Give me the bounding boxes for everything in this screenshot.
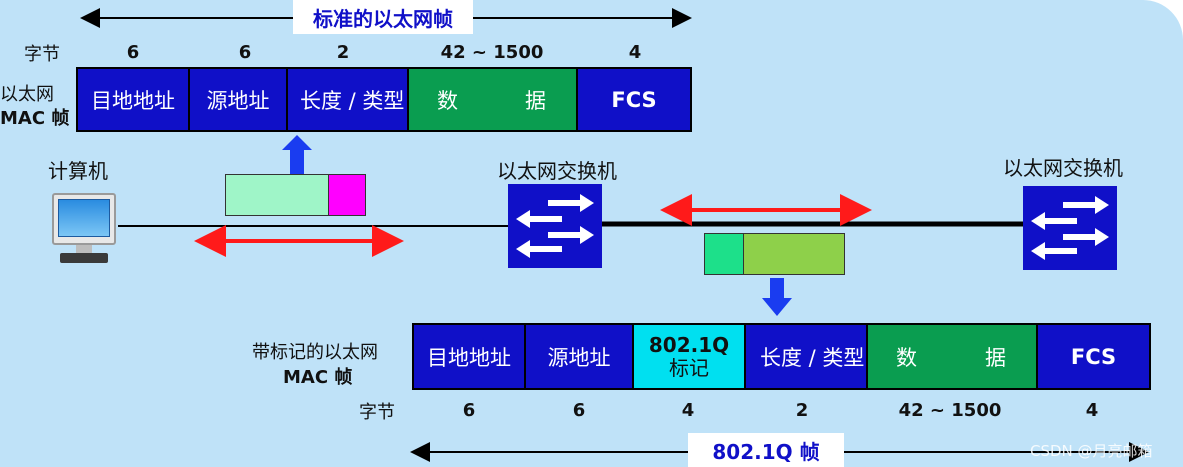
- tagged-field-data-char2: 据: [985, 345, 1006, 370]
- tagged-byte-count-data: 42 ~ 1500: [898, 400, 1002, 421]
- standard-field-length-type: 长度 / 类型: [286, 67, 409, 132]
- standard-row-label-line2: MAC 帧: [0, 108, 70, 129]
- tagged-byte-count-type: 2: [795, 400, 809, 421]
- computer-label: 计算机: [48, 159, 108, 183]
- standard-field-data-char2: 据: [525, 88, 546, 113]
- blue-up-arrow: [282, 135, 312, 176]
- tagged-packet-body: [743, 233, 845, 275]
- tagged-field-data: 数 据: [866, 323, 1038, 390]
- tagged-byte-count-fcs: 4: [1085, 400, 1099, 421]
- standard-field-fcs: FCS: [576, 67, 692, 132]
- standard-byte-count-type: 2: [336, 42, 350, 63]
- tag-field-subtitle: 标记: [669, 355, 709, 380]
- standard-row-label-line1: 以太网: [0, 84, 54, 105]
- standard-field-dest-address: 目地地址: [76, 67, 190, 132]
- standard-byte-count-data: 42 ~ 1500: [440, 42, 544, 63]
- tag-field-title: 802.1Q: [648, 332, 730, 357]
- standard-frame-title: 标准的以太网帧: [293, 0, 473, 34]
- right-switch-label: 以太网交换机: [1003, 156, 1123, 180]
- left-switch-label: 以太网交换机: [497, 159, 617, 183]
- right-switch-icon: [1023, 186, 1117, 270]
- tagged-row-label-line2: MAC 帧: [283, 367, 353, 388]
- tagged-field-8021q-tag: 802.1Q 标记: [632, 323, 746, 390]
- tagged-field-src-address: 源地址: [524, 323, 634, 390]
- standard-byte-count-src: 6: [238, 42, 252, 63]
- standard-field-data-char1: 数: [437, 88, 458, 113]
- standard-byte-count-dest: 6: [126, 42, 140, 63]
- tagged-field-dest-address: 目地地址: [412, 323, 526, 390]
- tagged-field-data-char1: 数: [896, 345, 917, 370]
- blue-down-arrow: [762, 278, 792, 316]
- tagged-field-fcs: FCS: [1036, 323, 1151, 390]
- tagged-bytes-label: 字节: [359, 402, 395, 423]
- standard-field-src-address: 源地址: [188, 67, 288, 132]
- tagged-row-label-line1: 带标记的以太网: [252, 342, 378, 363]
- standard-bytes-label: 字节: [24, 44, 60, 65]
- untagged-packet-body: [225, 174, 329, 216]
- computer-icon: [52, 193, 120, 265]
- tagged-byte-count-dest: 6: [462, 400, 476, 421]
- tagged-frame-title: 802.1Q 帧: [688, 433, 844, 467]
- watermark: CSDN @月亮邮箱: [1030, 442, 1153, 460]
- tagged-byte-count-src: 6: [572, 400, 586, 421]
- left-switch-icon: [508, 184, 602, 268]
- standard-byte-count-fcs: 4: [628, 42, 642, 63]
- tagged-field-length-type: 长度 / 类型: [744, 323, 868, 390]
- tagged-byte-count-tag: 4: [681, 400, 695, 421]
- untagged-packet-trailer: [328, 174, 366, 216]
- tagged-packet-header: [704, 233, 744, 275]
